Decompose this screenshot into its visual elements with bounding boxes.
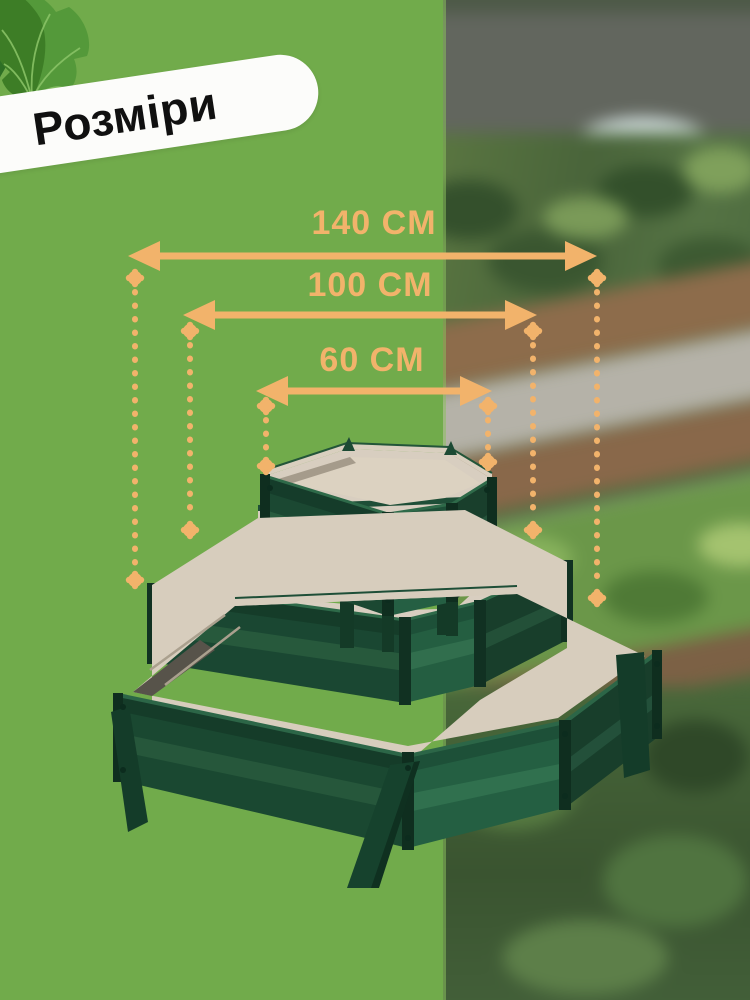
arrow-100cm	[183, 300, 537, 330]
arrow-60cm	[256, 376, 492, 406]
dimension-label-100cm: 100 CM	[307, 266, 433, 304]
photo-grass-blob	[503, 920, 668, 995]
dotted-guides	[125, 268, 607, 608]
photo-gray-wall-band	[443, 13, 750, 135]
photo-light-row	[683, 147, 750, 193]
dimension-label-60cm: 60 CM	[319, 341, 425, 379]
bottom-tier	[111, 510, 662, 888]
photo-light-row	[543, 197, 628, 239]
dimension-label-140cm: 140 CM	[311, 204, 437, 242]
title-badge-label: Розміри	[29, 76, 221, 156]
photo-grass-blob	[603, 835, 748, 927]
photo-lettuce-blob	[603, 571, 708, 623]
arrow-140cm	[128, 241, 597, 271]
